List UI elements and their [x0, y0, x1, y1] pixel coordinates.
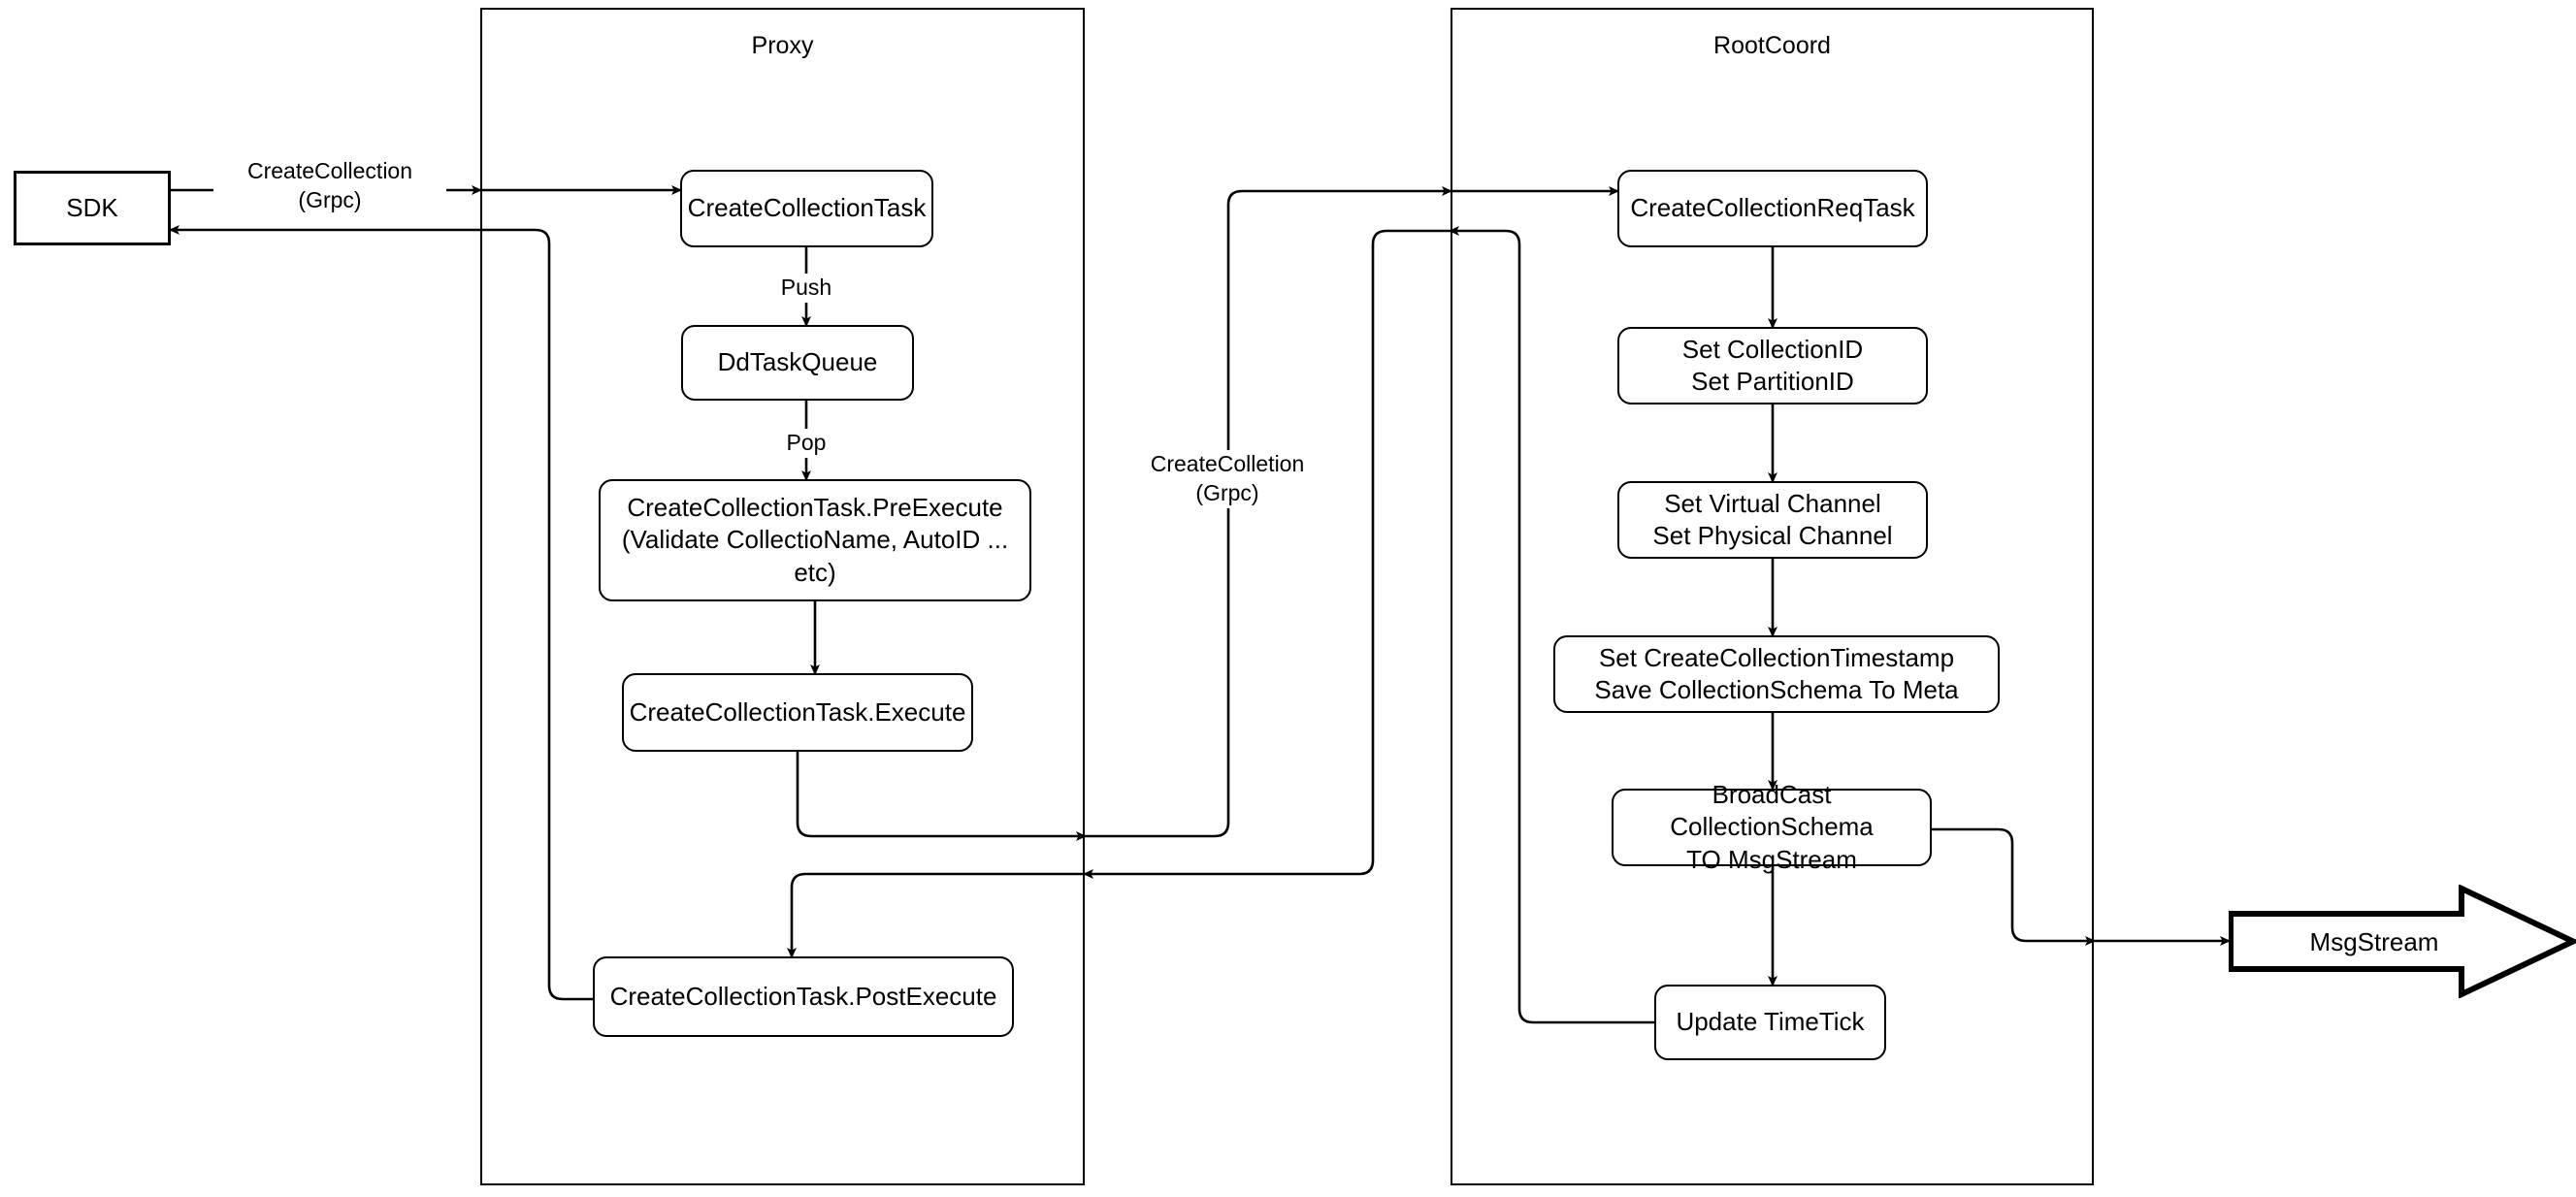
node-set-channels[interactable]: Set Virtual Channel Set Physical Channel: [1617, 481, 1928, 559]
edge-label-pop: Pop: [758, 429, 855, 458]
node-set-channels-label-line2: Set Physical Channel: [1652, 521, 1893, 550]
node-set-timestamp[interactable]: Set CreateCollectionTimestamp Save Colle…: [1553, 635, 2000, 713]
node-set-ids[interactable]: Set CollectionID Set PartitionID: [1617, 327, 1928, 404]
node-update-timetick-label: Update TimeTick: [1676, 1007, 1865, 1037]
node-execute[interactable]: CreateCollectionTask.Execute: [622, 673, 973, 752]
edge-rootcoordedge-to-mid-down: [1083, 229, 1451, 879]
node-set-ids-label-line1: Set CollectionID: [1681, 334, 1864, 364]
container-proxy: [480, 8, 1085, 1185]
edge-label-proxy-to-rootcoord-line2: (Grpc): [1195, 479, 1259, 505]
node-broadcast[interactable]: BroadCast CollectionSchema TO MsgStream: [1612, 780, 1932, 874]
node-set-timestamp-label-line2: Save CollectionSchema To Meta: [1594, 675, 1959, 704]
container-rootcoord: [1451, 8, 2094, 1185]
node-create-collection-req-task-label: CreateCollectionReqTask: [1630, 193, 1915, 223]
node-set-ids-label-line2: Set PartitionID: [1691, 367, 1854, 396]
node-post-execute-label: CreateCollectionTask.PostExecute: [609, 981, 997, 1011]
node-broadcast-label-line1: BroadCast CollectionSchema: [1670, 780, 1874, 842]
msgstream-arrow-shape: [2228, 884, 2576, 999]
node-pre-execute-label-line1: CreateCollectionTask.PreExecute: [627, 493, 1003, 523]
node-dd-task-queue[interactable]: DdTaskQueue: [681, 325, 914, 401]
node-create-collection-task[interactable]: CreateCollectionTask: [680, 170, 933, 247]
node-sdk-label: SDK: [66, 192, 118, 222]
node-post-execute[interactable]: CreateCollectionTask.PostExecute: [593, 956, 1014, 1037]
edge-label-push: Push: [758, 274, 855, 303]
node-create-collection-req-task[interactable]: CreateCollectionReqTask: [1617, 170, 1928, 247]
edge-label-sdk-to-proxy-line2: (Grpc): [298, 186, 362, 212]
node-pre-execute[interactable]: CreateCollectionTask.PreExecute (Validat…: [599, 479, 1031, 601]
edge-label-proxy-to-rootcoord-line1: CreateColletion: [1150, 451, 1305, 476]
edge-label-push-text: Push: [780, 275, 832, 300]
container-proxy-title: Proxy: [751, 32, 814, 59]
edge-label-pop-text: Pop: [786, 430, 827, 455]
edge-proxyedge-to-mid-up: [1085, 186, 1452, 838]
node-create-collection-task-label: CreateCollectionTask: [687, 193, 927, 223]
edge-label-sdk-to-proxy: CreateCollection (Grpc): [213, 157, 446, 215]
node-pre-execute-label-line2: (Validate CollectioName, AutoID ... etc): [621, 525, 1009, 587]
node-dd-task-queue-label: DdTaskQueue: [717, 347, 878, 377]
node-update-timetick[interactable]: Update TimeTick: [1654, 985, 1886, 1060]
edge-label-proxy-to-rootcoord: CreateColletion (Grpc): [1116, 450, 1339, 508]
node-execute-label: CreateCollectionTask.Execute: [629, 696, 966, 727]
node-set-channels-label-line1: Set Virtual Channel: [1664, 488, 1881, 518]
edge-label-sdk-to-proxy-line1: CreateCollection: [246, 158, 413, 183]
container-rootcoord-title: RootCoord: [1713, 32, 1831, 59]
node-broadcast-label-line2: TO MsgStream: [1686, 844, 1857, 874]
node-msgstream-label: MsgStream: [2309, 927, 2439, 956]
node-msgstream[interactable]: MsgStream: [2228, 884, 2576, 999]
node-set-timestamp-label-line1: Set CreateCollectionTimestamp: [1598, 642, 1955, 672]
node-sdk[interactable]: SDK: [14, 171, 171, 245]
